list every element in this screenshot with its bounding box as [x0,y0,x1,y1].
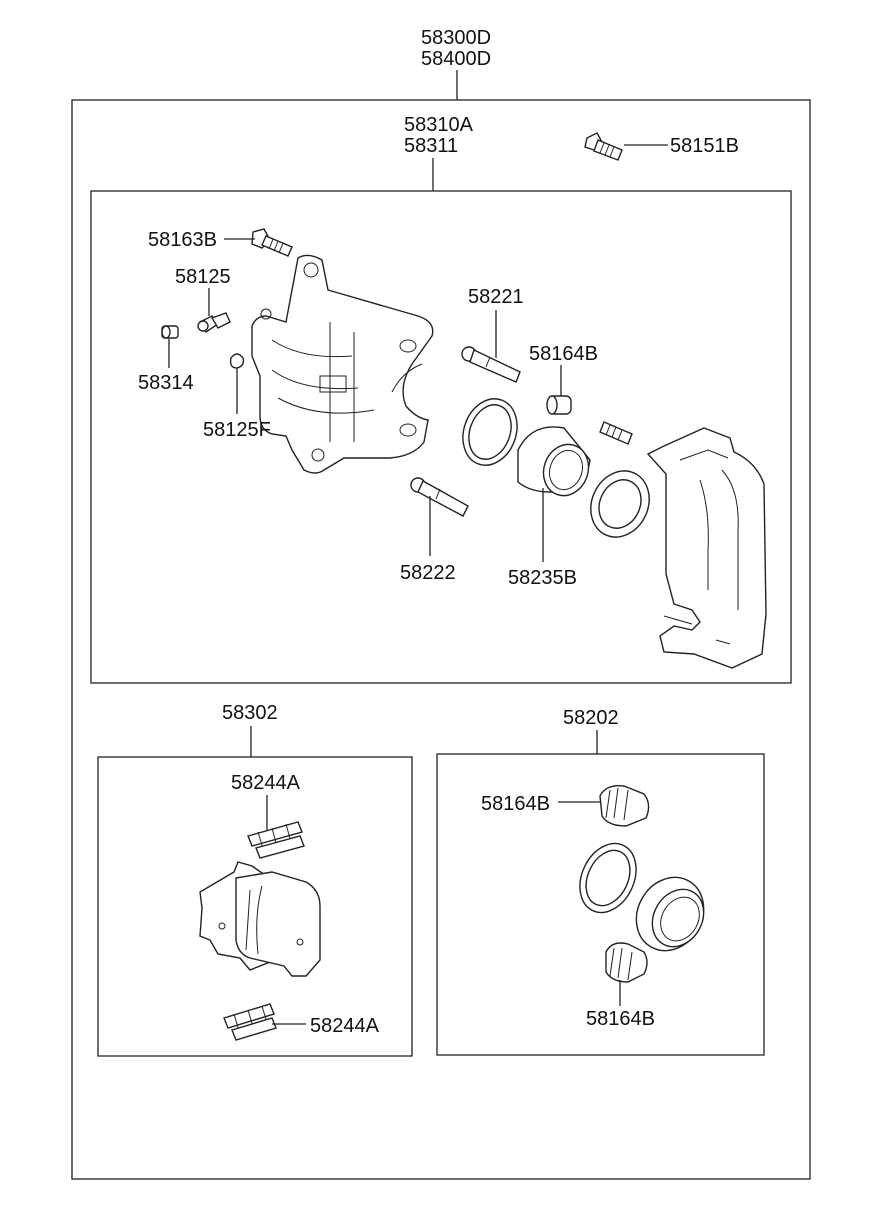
bolt-58163B-part [251,228,293,257]
spring-part [599,421,633,445]
label-58314: 58314 [138,372,194,394]
seal-kit-part-no: 58202 [563,707,619,729]
bleeder-cap-part [161,325,179,339]
label-58244A-upper: 58244A [231,772,300,794]
assembly-part-no-1: 58300D [421,27,492,49]
pad-shim-upper-part [247,821,305,859]
seal-kit-dust-seal-part [635,876,705,952]
piston-seal-part [462,398,518,466]
seal-kit-frame [436,753,765,1056]
label-58221: 58221 [468,286,524,308]
label-58125: 58125 [175,266,231,288]
label-58125F: 58125F [203,419,271,441]
caliper-part-no-1: 58310A [404,114,473,136]
pad-shim-lower-part [223,1003,277,1041]
label-58163B: 58163B [148,229,217,251]
dust-seal-part [590,470,650,538]
brake-pads-part [199,861,321,977]
seal-kit-boot-upper-part [599,785,650,827]
label-58164B-kit-lower: 58164B [586,1008,655,1030]
caliper-frame [90,190,792,684]
caliper-housing-part [251,254,434,474]
assembly-frame [71,99,811,1180]
clip-part [229,353,245,369]
label-58222: 58222 [400,562,456,584]
caliper-part-no-2: 58311 [404,135,459,157]
pad-kit-frame [97,756,413,1057]
seal-kit-ring-part [579,842,637,914]
guide-pin-upper-part [461,346,521,383]
pad-kit-part-no: 58302 [222,702,278,724]
guide-pin-lower-part [410,477,469,517]
label-58244A-lower: 58244A [310,1015,379,1037]
caliper-bracket-part [646,427,767,669]
label-58235B: 58235B [508,567,577,589]
seal-kit-boot-lower-part [605,942,648,983]
assembly-part-no-2: 58400D [421,48,492,70]
label-58151B: 58151B [670,135,739,157]
label-58164B-kit-upper: 58164B [481,793,550,815]
bleeder-bolt-part [584,132,623,161]
label-58164B-upper: 58164B [529,343,598,365]
piston-part [517,426,591,497]
boot-upper-part [546,395,572,415]
bleeder-screw-part [197,312,231,333]
